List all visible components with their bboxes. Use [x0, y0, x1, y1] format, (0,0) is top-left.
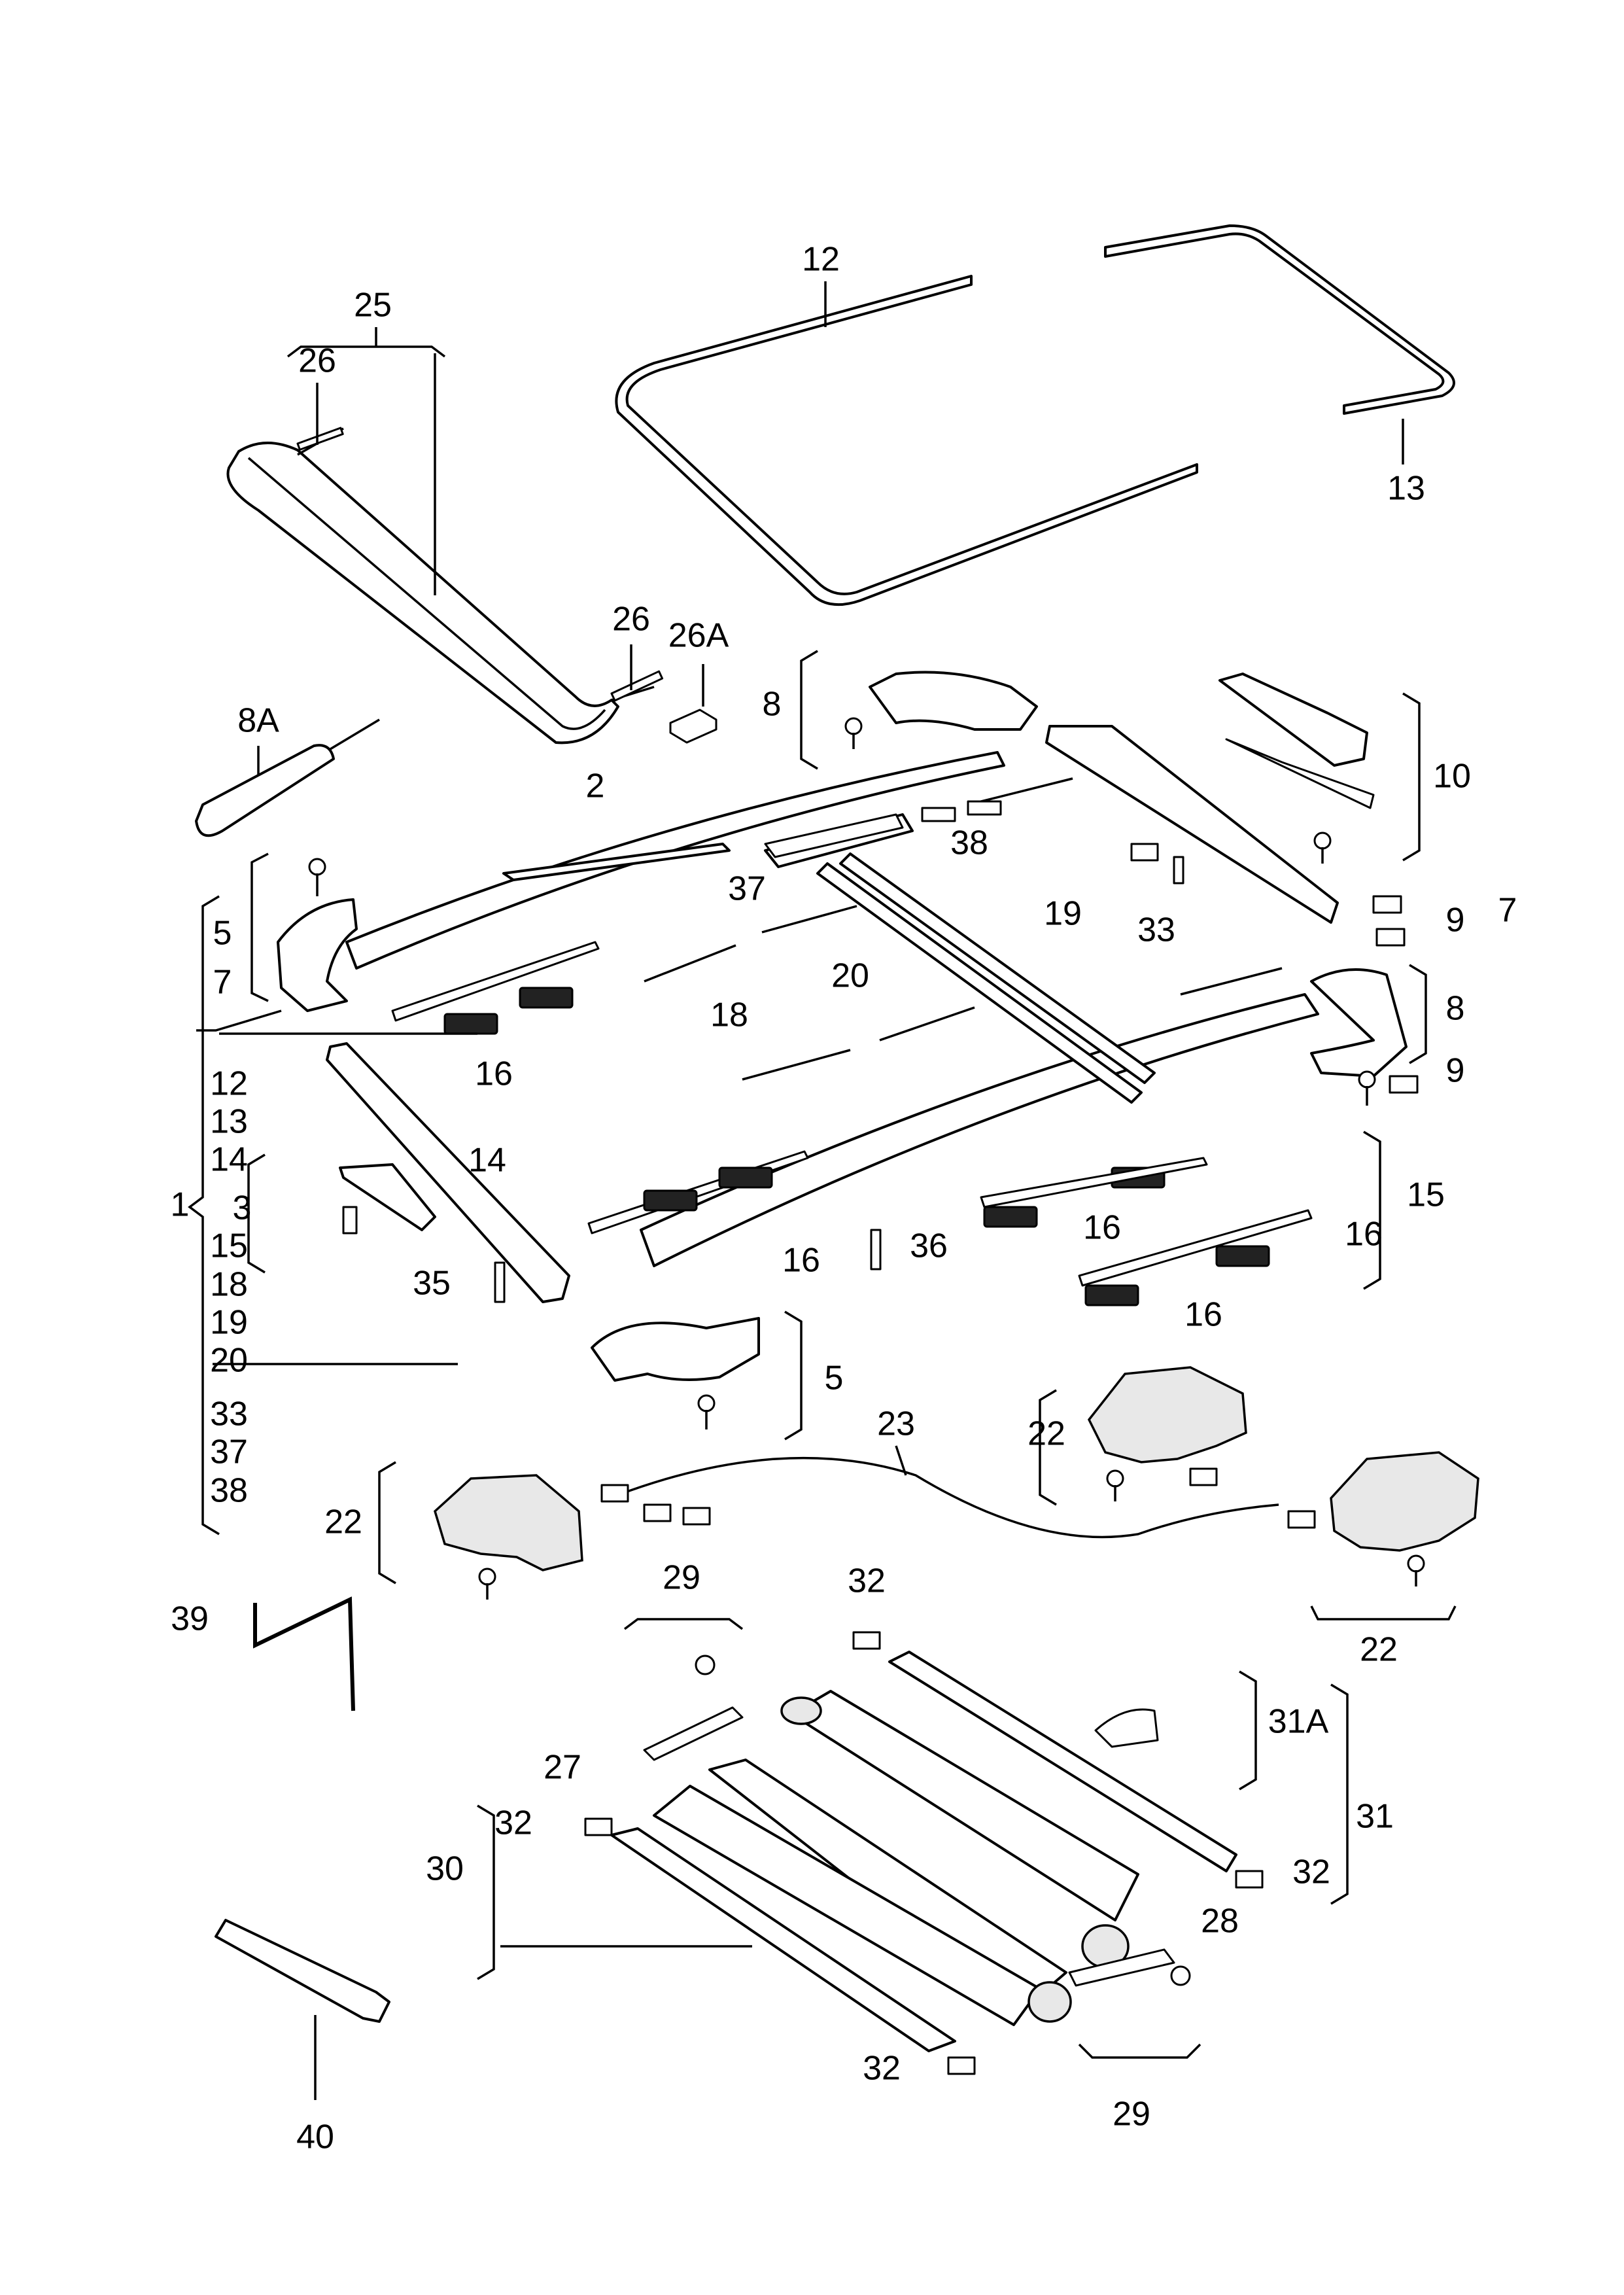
callout-8a: 8A — [237, 702, 279, 740]
part-29-brackets — [623, 1618, 1201, 2059]
part-8A-sealant-tube — [195, 718, 380, 837]
callout-13: 13 — [1387, 470, 1425, 508]
callout-28: 28 — [1201, 1902, 1239, 1940]
callout-22: 22 — [1028, 1415, 1065, 1453]
callout-9: 9 — [1446, 902, 1465, 939]
callout-36: 36 — [910, 1227, 948, 1265]
callout-30: 30 — [426, 1850, 464, 1888]
part-39-crank — [253, 1596, 355, 1711]
callout-29: 29 — [663, 1559, 700, 1597]
main-frame — [326, 725, 1339, 1303]
callout-22: 22 — [324, 1503, 362, 1541]
callout-15: 15 — [1407, 1176, 1445, 1214]
callout-38: 38 — [950, 824, 988, 862]
callout-7: 7 — [213, 964, 232, 1002]
part-32-end-clips — [584, 1631, 1264, 2075]
part-5-7-bracket-left — [196, 852, 358, 1032]
part-15-slides — [980, 1130, 1381, 1290]
callout-7: 7 — [1498, 892, 1517, 930]
callout-20: 20 — [831, 957, 869, 995]
part-22-motor-right — [1310, 1451, 1479, 1621]
callout-26: 26 — [612, 601, 650, 639]
part-13-seal-strip — [1104, 224, 1455, 464]
callout-14: 14 — [210, 1141, 248, 1179]
callout-29: 29 — [1113, 2095, 1150, 2133]
part-22-motor-center — [1039, 1366, 1247, 1506]
cables-18-19-20 — [644, 777, 1283, 1081]
parts-37-38 — [764, 800, 1002, 858]
callout-16: 16 — [475, 1055, 513, 1093]
part-22-motor-left — [378, 1461, 583, 1600]
callout-8: 8 — [763, 686, 782, 724]
callout-31: 31 — [1356, 1798, 1394, 1836]
callout-1: 1 — [171, 1186, 190, 1224]
part-27-28-roller-bottom — [477, 1759, 1130, 2052]
callout-19: 19 — [1044, 895, 1082, 933]
callout-16: 16 — [1345, 1216, 1383, 1253]
callout-26a: 26A — [668, 617, 729, 655]
callout-32: 32 — [848, 1562, 886, 1600]
callout-33: 33 — [210, 1395, 248, 1433]
bolts — [494, 843, 1184, 1303]
callout-3: 3 — [233, 1189, 252, 1227]
callout-25: 25 — [354, 287, 392, 324]
callout-37: 37 — [728, 870, 766, 908]
callout-16: 16 — [782, 1242, 820, 1280]
part-1-group-bracket — [188, 895, 477, 1535]
callout-32: 32 — [863, 2050, 901, 2088]
callout-18: 18 — [210, 1266, 248, 1304]
callout-23: 23 — [877, 1405, 915, 1443]
callout-16: 16 — [1184, 1296, 1222, 1334]
callout-19: 19 — [210, 1304, 248, 1342]
part-25-wind-deflector — [226, 327, 664, 745]
callout-40: 40 — [296, 2118, 334, 2156]
callout-12: 12 — [210, 1065, 248, 1103]
callout-32: 32 — [494, 1804, 532, 1842]
callout-10: 10 — [1433, 758, 1471, 796]
callout-16: 16 — [1083, 1209, 1121, 1247]
part-12-seal — [615, 275, 1198, 606]
callout-18: 18 — [710, 996, 748, 1034]
part-8-bracket-top — [800, 650, 1038, 770]
part-3-plate — [247, 1153, 436, 1274]
callout-22: 22 — [1360, 1631, 1398, 1669]
part-10-guide — [1218, 673, 1421, 864]
callout-5: 5 — [213, 915, 232, 953]
part-23-wiring-harness — [600, 1445, 1316, 1539]
callout-13: 13 — [210, 1103, 248, 1141]
callout-12: 12 — [802, 241, 840, 279]
callout-15: 15 — [210, 1227, 248, 1265]
callout-35: 35 — [413, 1265, 451, 1303]
part-9-clips — [1372, 895, 1419, 1094]
callout-32: 32 — [1292, 1853, 1330, 1891]
part-40-grease-tube — [215, 1919, 390, 2100]
callout-33: 33 — [1137, 911, 1175, 949]
callout-14: 14 — [468, 1142, 506, 1180]
callout-9: 9 — [1446, 1052, 1465, 1090]
callout-31a: 31A — [1268, 1703, 1329, 1741]
callout-37: 37 — [210, 1433, 248, 1471]
callout-27: 27 — [544, 1749, 581, 1787]
part-26A-clip — [630, 644, 717, 744]
callout-20: 20 — [210, 1342, 248, 1380]
part-31-roller-top — [780, 1651, 1349, 1921]
callout-8: 8 — [1446, 990, 1465, 1028]
callout-38: 38 — [210, 1472, 248, 1510]
callout-26: 26 — [298, 342, 336, 380]
callout-5: 5 — [825, 1359, 844, 1397]
callout-39: 39 — [171, 1600, 209, 1638]
callout-2: 2 — [586, 767, 605, 805]
part-8-bracket-right — [1310, 964, 1427, 1106]
part-5-bracket-lower — [591, 1310, 803, 1441]
